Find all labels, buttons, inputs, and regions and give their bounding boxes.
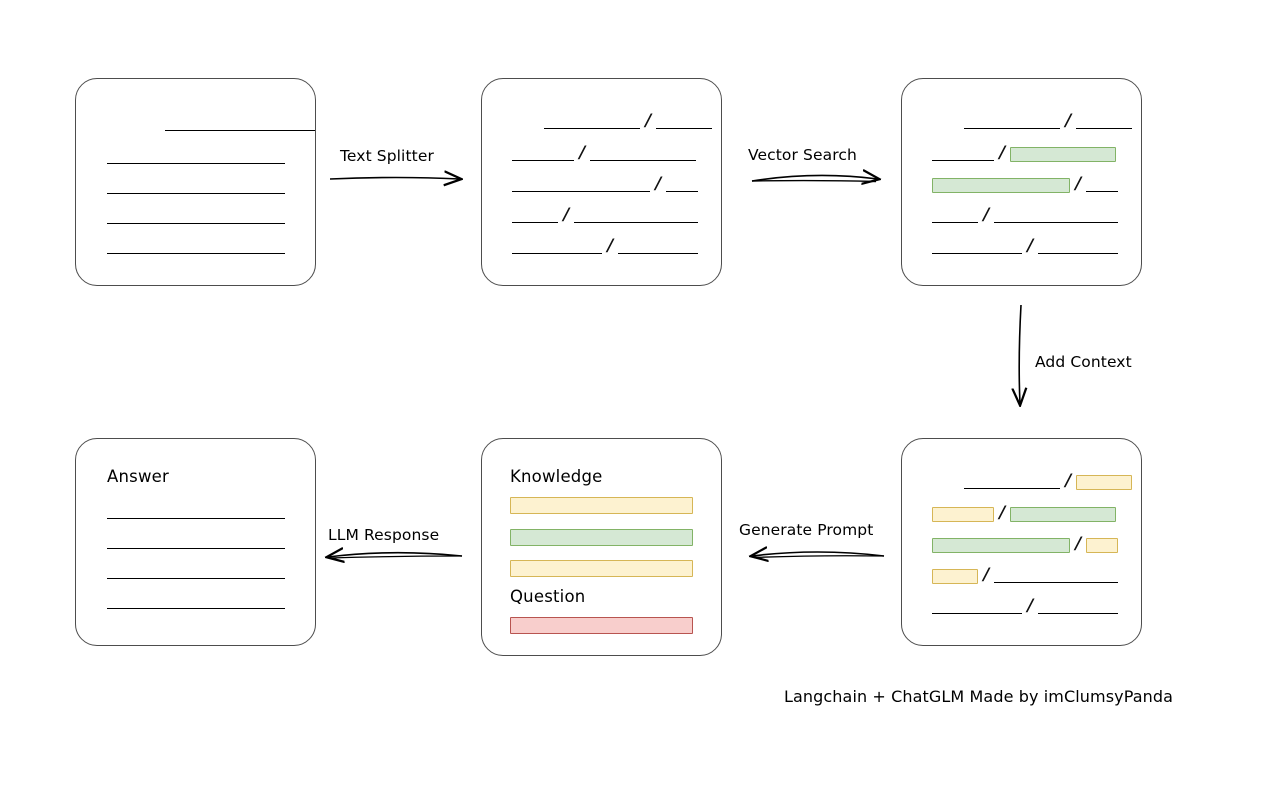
knowledge-heading: Knowledge: [510, 467, 603, 486]
arrow-llm-response: [328, 553, 463, 558]
separator-slash: /: [999, 142, 1006, 163]
edge-label-text-splitter: Text Splitter: [340, 147, 434, 165]
text-rule: [964, 128, 1060, 129]
chunk-row: /: [512, 142, 697, 163]
source-document-box[interactable]: [75, 78, 316, 286]
knowledge-bar-3: [510, 560, 693, 577]
matched-chunk-highlight: [1010, 146, 1117, 162]
separator-slash: /: [1075, 533, 1082, 554]
text-rule: [964, 488, 1060, 489]
separator-slash: /: [1027, 595, 1034, 616]
text-rule: [666, 191, 699, 192]
doc-row: [107, 148, 285, 166]
arrow-vector-search: [751, 175, 878, 181]
text-rule: [107, 163, 285, 164]
separator-slash: /: [645, 110, 652, 131]
text-rule: [994, 582, 1119, 583]
separator-slash: /: [1065, 110, 1072, 131]
chunk-row: /: [932, 595, 1119, 616]
separator-slash: /: [579, 142, 586, 163]
text-rule: [574, 222, 699, 223]
separator-slash: /: [1027, 235, 1034, 256]
answer-heading: Answer: [107, 467, 169, 486]
separator-slash: /: [999, 502, 1006, 523]
chunk-row: /: [512, 235, 699, 256]
chunk-row: /: [932, 204, 1119, 225]
question-heading: Question: [510, 587, 586, 606]
separator-slash: /: [1065, 470, 1072, 491]
chunk-row: /: [932, 502, 1117, 523]
chunk-row: /: [512, 173, 699, 194]
separator-slash: /: [983, 564, 990, 585]
matched-chunk-highlight: [1010, 506, 1117, 522]
edge-label-llm-response: LLM Response: [328, 526, 440, 544]
split-chunks-box[interactable]: / / / / /: [481, 78, 722, 286]
text-rule: [107, 193, 285, 194]
doc-row: [107, 238, 285, 256]
text-rule: [512, 160, 574, 161]
knowledge-bar-2: [510, 529, 693, 546]
edge-label-generate-prompt: Generate Prompt: [739, 521, 874, 539]
text-rule: [512, 253, 602, 254]
context-chunks-box[interactable]: / / / / /: [901, 438, 1142, 646]
chunk-row: /: [932, 470, 1133, 491]
answer-line: [107, 518, 285, 519]
matched-chunk-highlight: [932, 177, 1070, 193]
text-rule: [512, 191, 650, 192]
chunk-row: /: [932, 533, 1119, 554]
text-rule: [1076, 128, 1133, 129]
text-rule: [932, 613, 1022, 614]
text-rule: [512, 222, 558, 223]
context-chunk-highlight: [932, 568, 978, 584]
footer-credit: Langchain + ChatGLM Made by imClumsyPand…: [784, 687, 1174, 706]
question-bar-1: [510, 617, 693, 634]
arrow-text-splitter: [329, 178, 460, 180]
prompt-box[interactable]: Knowledge Question: [481, 438, 722, 656]
chunk-row: /: [512, 204, 699, 225]
text-rule: [590, 160, 697, 161]
text-rule: [165, 130, 315, 131]
doc-row: [107, 115, 315, 133]
edge-label-add-context: Add Context: [1035, 353, 1132, 371]
context-chunk-highlight: [1076, 474, 1133, 490]
context-chunk-highlight: [1086, 537, 1119, 553]
doc-row: [107, 178, 285, 196]
edge-label-vector-search: Vector Search: [748, 146, 857, 164]
text-rule: [618, 253, 699, 254]
answer-line: [107, 548, 285, 549]
separator-slash: /: [983, 204, 990, 225]
chunk-row: /: [932, 142, 1117, 163]
context-chunk-highlight: [932, 506, 994, 522]
separator-slash: /: [655, 173, 662, 194]
text-rule: [994, 222, 1119, 223]
chunk-row: /: [512, 110, 713, 131]
separator-slash: /: [563, 204, 570, 225]
text-rule: [107, 223, 285, 224]
doc-row: [107, 208, 285, 226]
text-rule: [1038, 613, 1119, 614]
text-rule: [932, 222, 978, 223]
text-rule: [1038, 253, 1119, 254]
answer-line: [107, 608, 285, 609]
answer-box[interactable]: Answer: [75, 438, 316, 646]
text-rule: [932, 253, 1022, 254]
separator-slash: /: [1075, 173, 1082, 194]
text-rule: [544, 128, 640, 129]
arrow-generate-prompt: [752, 552, 885, 558]
chunk-row: /: [932, 110, 1133, 131]
matched-chunks-box[interactable]: / / / / /: [901, 78, 1142, 286]
separator-slash: /: [607, 235, 614, 256]
text-rule: [932, 160, 994, 161]
knowledge-bar-1: [510, 497, 693, 514]
arrow-add-context: [1019, 304, 1021, 404]
text-rule: [107, 253, 285, 254]
chunk-row: /: [932, 235, 1119, 256]
text-rule: [1086, 191, 1119, 192]
answer-line: [107, 578, 285, 579]
chunk-row: /: [932, 173, 1119, 194]
chunk-row: /: [932, 564, 1119, 585]
text-rule: [656, 128, 713, 129]
matched-chunk-highlight: [932, 537, 1070, 553]
